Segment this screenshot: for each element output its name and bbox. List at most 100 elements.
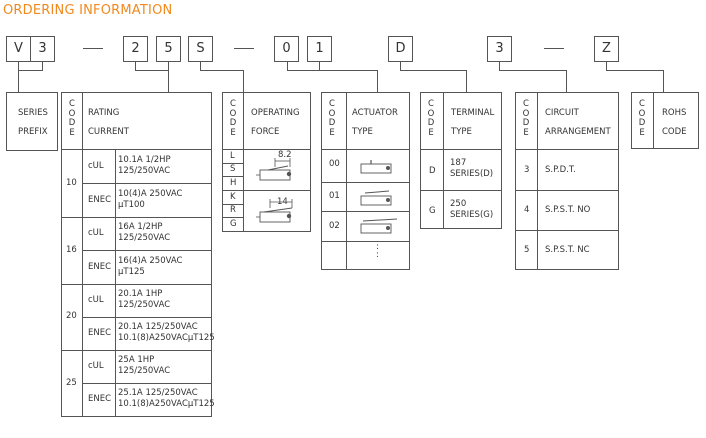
separator-dash: [234, 48, 254, 49]
circuit-desc: S.P.D.T.: [545, 165, 576, 175]
connector-line: [243, 70, 244, 93]
force-code: S: [230, 164, 236, 174]
force-code: K: [230, 192, 236, 202]
connector-line: [18, 70, 42, 71]
type-header: TYPE: [352, 127, 373, 137]
page-title: ORDERING INFORMATION: [3, 3, 173, 18]
actuator-header: ACTUATOR: [352, 108, 398, 118]
rating-code: 20: [66, 311, 77, 321]
connector-line: [466, 70, 467, 93]
rating-code: 25: [66, 378, 77, 388]
series-prefix-box: SERIES PREFIX: [6, 92, 58, 151]
connector-line: [200, 62, 201, 71]
connector-line: [200, 70, 244, 71]
circuit-desc: S.P.S.T. NO: [545, 205, 591, 215]
connector-line: [18, 62, 19, 92]
dimension-label: 8.2: [278, 150, 292, 160]
separator-dash: [544, 48, 564, 49]
terminal-header: TERMINAL: [451, 108, 495, 118]
arrangement-header: ARRANGEMENT: [545, 127, 611, 137]
connector-line: [168, 62, 169, 93]
rating-code: 10: [66, 178, 77, 188]
code-header: CODE: [662, 127, 687, 137]
force-code: G: [230, 219, 237, 229]
part-char-v: V: [6, 36, 31, 62]
part-char-3b: 3: [487, 36, 512, 62]
circuit-header: CIRCUIT: [545, 108, 579, 118]
part-char-5: 5: [156, 36, 181, 62]
connector-line: [42, 62, 43, 71]
switch-drawing-short-lever: [256, 158, 292, 181]
connector-line: [287, 70, 320, 71]
connector-line: [400, 70, 467, 71]
force-code: L: [230, 151, 235, 161]
rating-type: ENEC: [88, 328, 112, 338]
actuator-short-lever-drawing: [360, 190, 392, 206]
connector-line: [663, 70, 664, 93]
rating-type: ENEC: [88, 394, 112, 404]
rating-code: 16: [66, 245, 77, 255]
connector-line: [377, 70, 378, 93]
rating-type: ENEC: [88, 195, 112, 205]
separator-dash: [83, 48, 103, 49]
connector-line: [287, 62, 288, 71]
part-char-s: S: [188, 36, 213, 62]
actuator-code: 02: [329, 221, 340, 231]
part-char-0: 0: [274, 36, 299, 62]
connector-line: [606, 62, 607, 71]
operating-header: OPERATING: [251, 108, 300, 118]
type-header: TYPE: [451, 127, 472, 137]
circuit-desc: S.P.S.T. NC: [545, 245, 590, 255]
force-code: R: [230, 205, 236, 215]
connector-line: [400, 62, 401, 71]
force-header: FORCE: [251, 127, 280, 137]
connector-line: [499, 62, 500, 71]
actuator-long-lever-drawing: [360, 218, 398, 234]
more-types-dots: ::: [376, 242, 379, 260]
connector-line: [566, 70, 567, 93]
connector-line: [499, 70, 567, 71]
rating-header: RATING: [88, 108, 120, 118]
rohs-header: ROHS: [662, 108, 687, 118]
connector-line: [135, 62, 136, 71]
rating-type: cUL: [88, 161, 104, 171]
rating-type: cUL: [88, 228, 104, 238]
part-char-3: 3: [30, 36, 55, 62]
part-char-1: 1: [307, 36, 332, 62]
actuator-code: 01: [329, 191, 340, 201]
connector-line: [606, 70, 664, 71]
rating-type: cUL: [88, 295, 104, 305]
actuator-code: 00: [329, 159, 340, 169]
part-char-z: Z: [594, 36, 619, 62]
part-char-d: D: [388, 36, 413, 62]
series-label: SERIES: [18, 108, 48, 118]
terminal-code: G: [429, 206, 436, 216]
connector-line: [319, 62, 320, 71]
rating-type: cUL: [88, 361, 104, 371]
connector-line: [135, 70, 168, 71]
prefix-label: PREFIX: [18, 127, 48, 137]
force-code: H: [230, 178, 237, 188]
current-header: CURRENT: [88, 127, 129, 137]
terminal-code: D: [429, 166, 436, 176]
rating-type: ENEC: [88, 262, 112, 272]
switch-drawing-long-lever: [256, 199, 293, 223]
